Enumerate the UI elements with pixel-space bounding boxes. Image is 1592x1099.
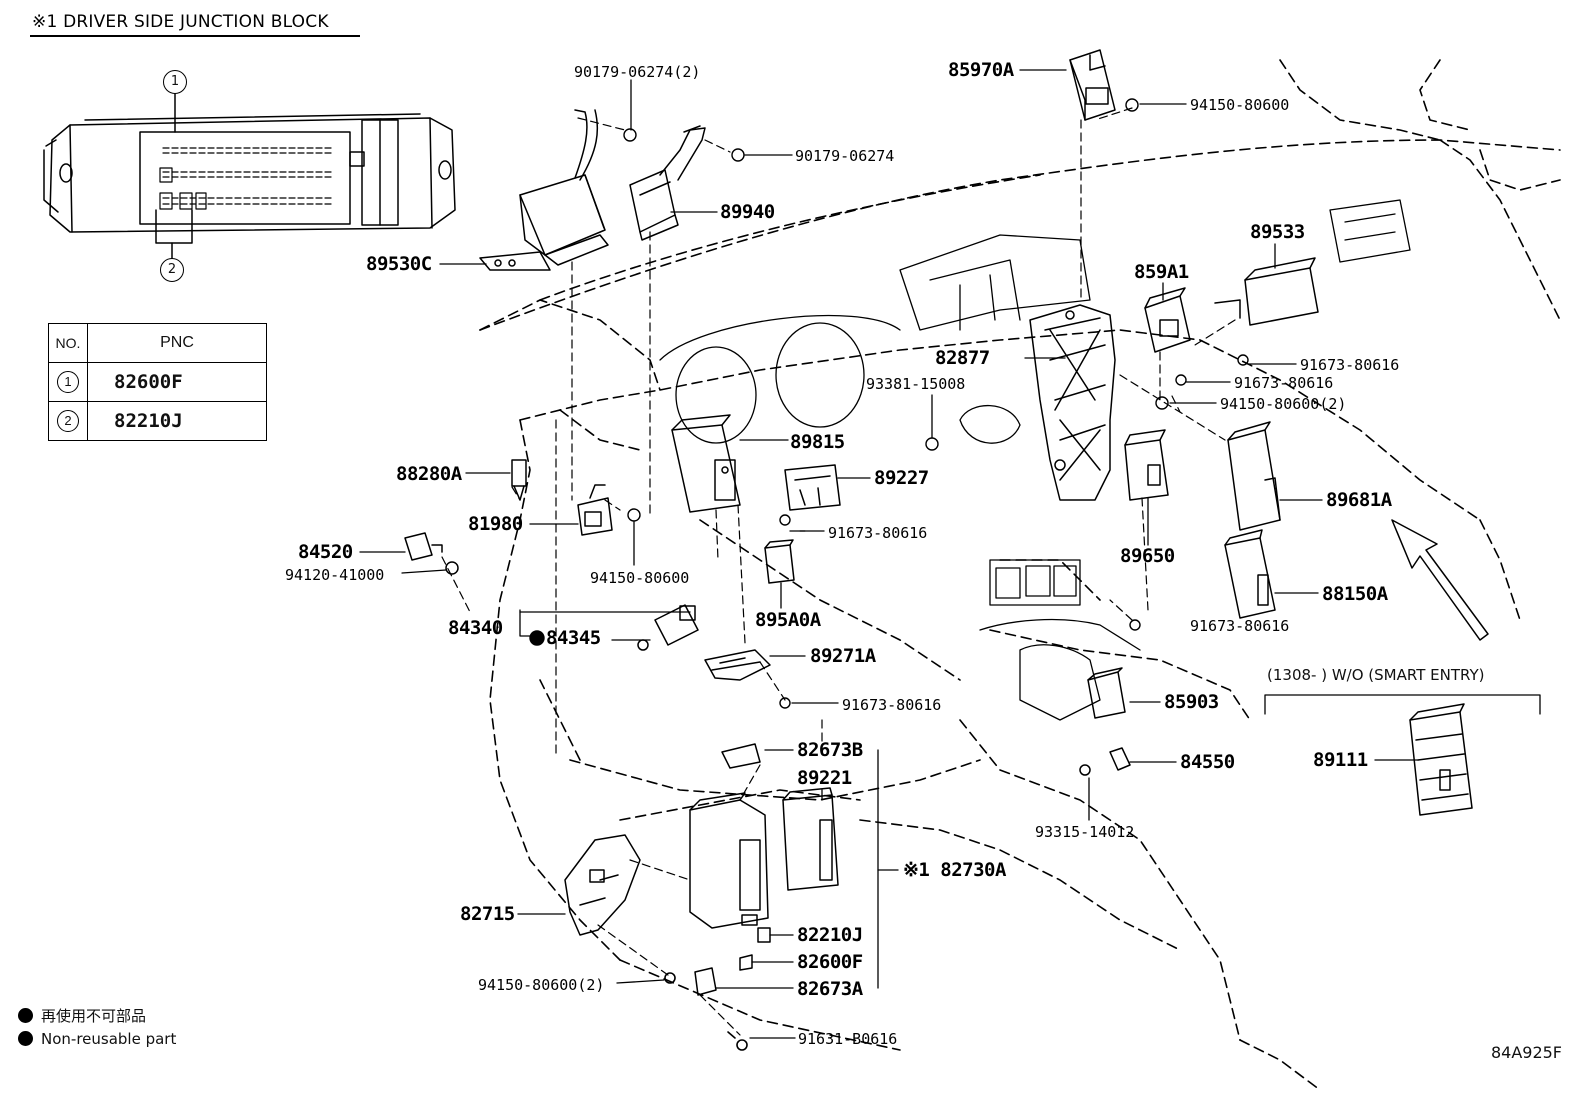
label-82673B[interactable]: 82673B bbox=[797, 739, 863, 761]
part-89815 bbox=[671, 414, 741, 513]
part-89227 bbox=[784, 464, 841, 511]
label-89533[interactable]: 89533 bbox=[1250, 221, 1305, 243]
label-94150-80600-mid[interactable]: 94150-80600 bbox=[590, 569, 690, 587]
part-89271A bbox=[704, 649, 771, 681]
label-85903[interactable]: 85903 bbox=[1164, 691, 1219, 713]
part-89650 bbox=[1124, 429, 1169, 501]
label-84340[interactable]: 84340 bbox=[448, 617, 503, 639]
label-90179-06274-2[interactable]: 90179-06274(2) bbox=[574, 63, 701, 81]
row-pnc: 82210J bbox=[87, 401, 267, 441]
label-93381-15008[interactable]: 93381-15008 bbox=[866, 375, 966, 393]
label-81980[interactable]: 81980 bbox=[468, 513, 523, 535]
table-header-pnc: PNC bbox=[87, 323, 267, 363]
table-header-no: NO. bbox=[48, 323, 88, 363]
direction-arrow-icon bbox=[1391, 519, 1489, 641]
row-pnc: 82600F bbox=[87, 362, 267, 402]
label-82210J[interactable]: 82210J bbox=[797, 924, 863, 946]
pnc-table: NO. PNC 1 82600F 2 82210J bbox=[48, 323, 267, 441]
part-82210J bbox=[739, 927, 771, 971]
label-89650[interactable]: 89650 bbox=[1120, 545, 1175, 567]
part-895A0A bbox=[764, 539, 795, 584]
part-91631-B0616 bbox=[727, 1031, 748, 1051]
legend-en: Non-reusable part bbox=[18, 1030, 176, 1048]
label-84550[interactable]: 84550 bbox=[1180, 751, 1235, 773]
table-header-row: NO. PNC bbox=[48, 323, 267, 363]
label-94150-80600-top[interactable]: 94150-80600 bbox=[1190, 96, 1290, 114]
callout-1: 1 bbox=[163, 70, 187, 94]
title-underline bbox=[30, 35, 360, 37]
part-859A1 bbox=[1144, 287, 1191, 353]
label-89111[interactable]: 89111 bbox=[1313, 749, 1368, 771]
label-82600F[interactable]: 82600F bbox=[797, 951, 863, 973]
fasteners bbox=[529, 98, 1249, 709]
part-82730A bbox=[689, 792, 769, 929]
label-89227[interactable]: 89227 bbox=[874, 467, 929, 489]
table-row: 2 82210J bbox=[48, 401, 267, 441]
label-91631-B0616[interactable]: 91631-B0616 bbox=[798, 1030, 898, 1048]
part-94150-80600-bottom bbox=[664, 972, 676, 984]
label-89815[interactable]: 89815 bbox=[790, 431, 845, 453]
label-89271A[interactable]: 89271A bbox=[810, 645, 876, 667]
part-82673B bbox=[721, 743, 761, 769]
label-91673-80616-b[interactable]: 91673-80616 bbox=[1234, 374, 1334, 392]
label-93315-14012[interactable]: 93315-14012 bbox=[1035, 823, 1135, 841]
label-82730A[interactable]: ※1 82730A bbox=[903, 859, 1006, 881]
label-85970A[interactable]: 85970A bbox=[948, 59, 1014, 81]
instrument-cluster bbox=[659, 199, 1411, 721]
label-89681A[interactable]: 89681A bbox=[1326, 489, 1392, 511]
part-84520 bbox=[404, 532, 459, 575]
part-85903 bbox=[1087, 667, 1126, 719]
label-94150-80600-2[interactable]: 94150-80600(2) bbox=[1220, 395, 1347, 413]
part-85970A bbox=[1069, 49, 1116, 121]
row-number: 2 bbox=[57, 410, 79, 432]
part-89111 bbox=[1409, 703, 1473, 816]
label-91673-80616-e[interactable]: 91673-80616 bbox=[842, 696, 942, 714]
diagram-code: 84A925F bbox=[1490, 1043, 1562, 1062]
label-88150A[interactable]: 88150A bbox=[1322, 583, 1388, 605]
label-88280A[interactable]: 88280A bbox=[396, 463, 462, 485]
label-82673A[interactable]: 82673A bbox=[797, 978, 863, 1000]
part-89221 bbox=[782, 787, 839, 891]
label-859A1[interactable]: 859A1 bbox=[1134, 261, 1189, 283]
table-row: 1 82600F bbox=[48, 362, 267, 402]
junction-block-inset bbox=[43, 93, 456, 260]
non-reusable-dot-icon bbox=[18, 1008, 33, 1023]
label-89940[interactable]: 89940 bbox=[720, 201, 775, 223]
part-89681A bbox=[1227, 421, 1281, 531]
label-94120-41000[interactable]: 94120-41000 bbox=[285, 566, 385, 584]
part-89533 bbox=[1214, 257, 1319, 326]
part-82715 bbox=[564, 834, 641, 936]
variant-note: (1308- ) W/O (SMART ENTRY) bbox=[1267, 666, 1485, 684]
junction-block-title: ※1 DRIVER SIDE JUNCTION BLOCK bbox=[32, 12, 329, 32]
label-91673-80616-c[interactable]: 91673-80616 bbox=[828, 524, 928, 542]
label-84520[interactable]: 84520 bbox=[298, 541, 353, 563]
label-89221[interactable]: 89221 bbox=[797, 767, 852, 789]
label-82877[interactable]: 82877 bbox=[935, 347, 990, 369]
label-94150-80600-bottom[interactable]: 94150-80600(2) bbox=[478, 976, 605, 994]
legend-en-text: Non-reusable part bbox=[41, 1030, 177, 1048]
part-89940 bbox=[629, 125, 706, 241]
part-82877 bbox=[1029, 304, 1116, 501]
alignment-lines bbox=[441, 107, 1236, 1036]
part-88280A bbox=[511, 459, 527, 501]
label-89530C[interactable]: 89530C bbox=[366, 253, 432, 275]
label-84345[interactable]: 84345 bbox=[546, 627, 601, 649]
leader-lines bbox=[359, 69, 1541, 1039]
label-82715[interactable]: 82715 bbox=[460, 903, 515, 925]
part-81980 bbox=[577, 484, 613, 536]
part-84550 bbox=[1079, 747, 1131, 776]
label-90179-06274[interactable]: 90179-06274 bbox=[795, 147, 895, 165]
label-895A0A[interactable]: 895A0A bbox=[755, 609, 821, 631]
non-reusable-dot-icon bbox=[18, 1031, 33, 1046]
part-88150A bbox=[1224, 529, 1276, 619]
label-91673-80616-a[interactable]: 91673-80616 bbox=[1300, 356, 1400, 374]
part-82673A bbox=[694, 967, 717, 996]
label-91673-80616-d[interactable]: 91673-80616 bbox=[1190, 617, 1290, 635]
legend-jp-text: 再使用不可部品 bbox=[41, 1007, 147, 1025]
part-89530C bbox=[479, 109, 609, 271]
legend-jp: 再使用不可部品 bbox=[18, 1005, 146, 1026]
row-number: 1 bbox=[57, 371, 79, 393]
callout-2: 2 bbox=[160, 258, 184, 282]
